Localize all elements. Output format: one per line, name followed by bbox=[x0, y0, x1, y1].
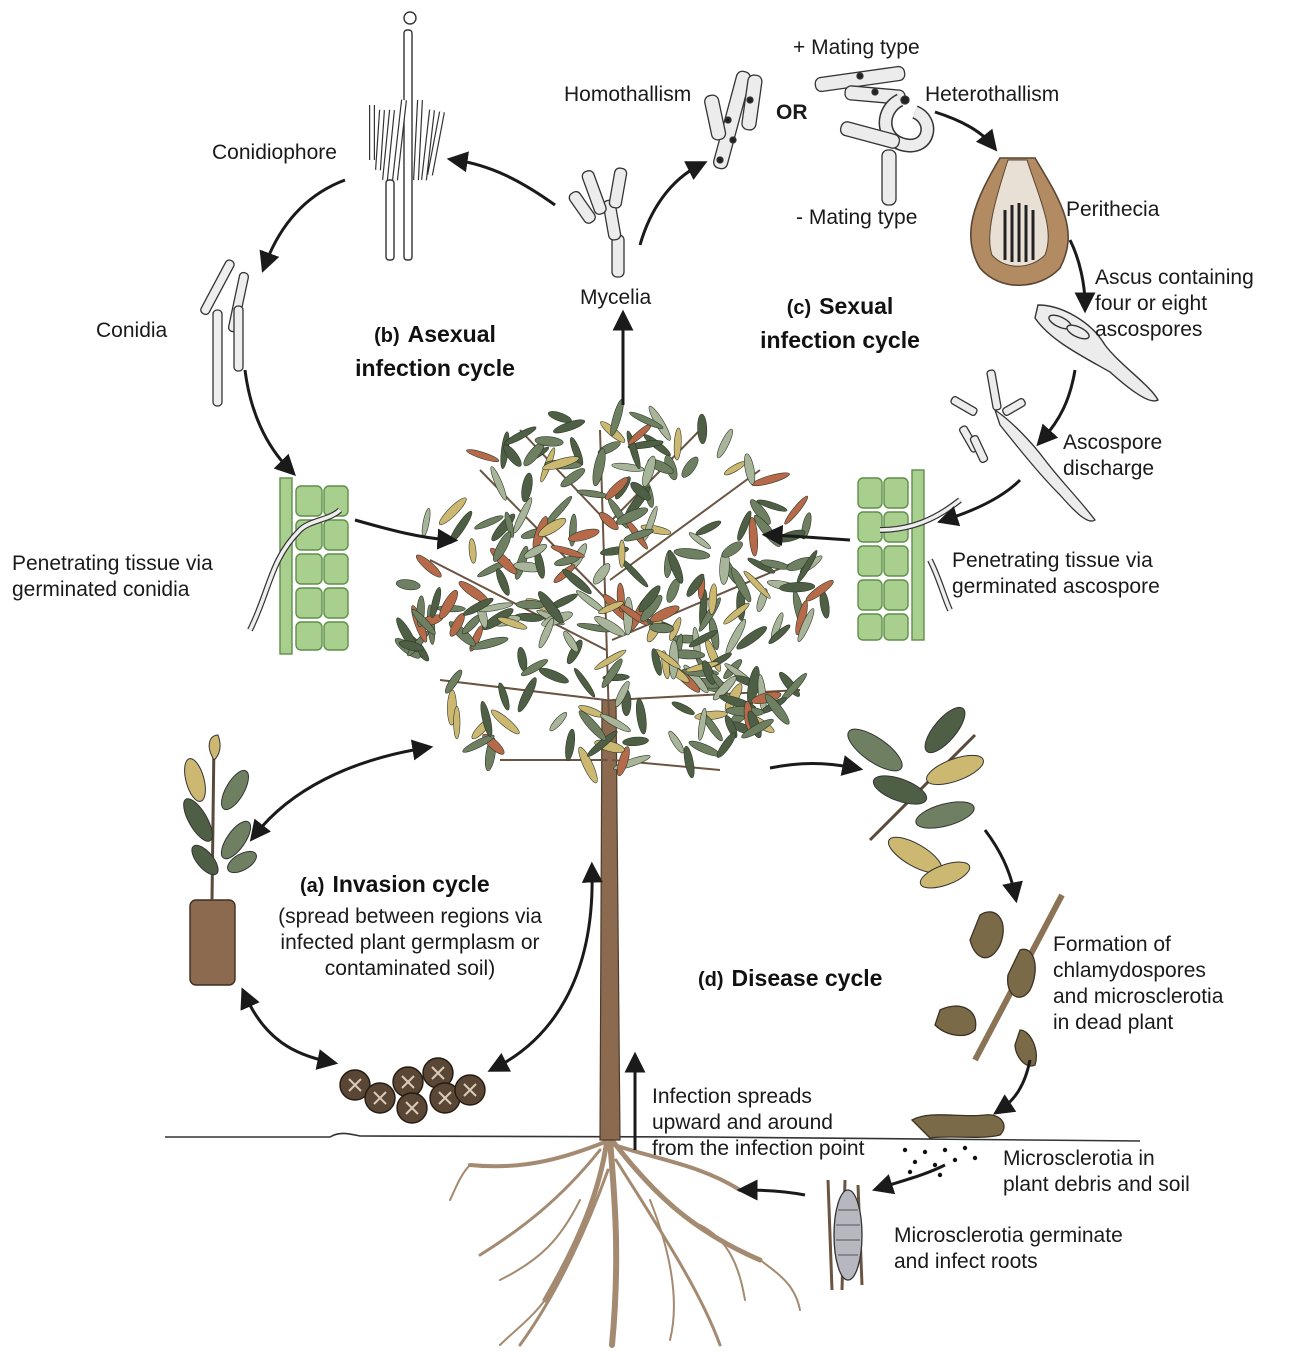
canopy-leaf bbox=[590, 448, 607, 487]
canopy-leaf bbox=[723, 459, 747, 477]
roots bbox=[450, 1140, 800, 1345]
label-mycelia: Mycelia bbox=[580, 285, 651, 311]
mycelia bbox=[567, 167, 627, 277]
canopy-leaf bbox=[590, 561, 613, 587]
arrow-heterothallism-to-perithecia bbox=[935, 112, 992, 145]
arrow-perithecia-to-ascus bbox=[1070, 240, 1085, 305]
label-ascus: Ascus containing four or eight ascospore… bbox=[1095, 265, 1254, 343]
canopy-leaf bbox=[488, 465, 509, 501]
label-penetrating-ascospore: Penetrating tissue via germinated ascosp… bbox=[952, 548, 1160, 600]
sexual-cycle-title-line2: infection cycle bbox=[760, 327, 920, 353]
label-penetrating-conidia: Penetrating tissue via germinated conidi… bbox=[12, 551, 213, 603]
canopy-leaf bbox=[516, 600, 545, 609]
label-heterothallism: Heterothallism bbox=[925, 82, 1059, 108]
arrow-tissue-to-tree bbox=[355, 520, 450, 540]
germinating-microsclerotia bbox=[828, 1180, 862, 1290]
canopy-leaf bbox=[671, 699, 696, 716]
arrow-tree-to-seedling bbox=[255, 748, 425, 835]
arrow-seedling-to-capsules bbox=[245, 995, 330, 1062]
label-conidiophore: Conidiophore bbox=[212, 140, 337, 166]
invasion-cycle-description: (spread between regions via infected pla… bbox=[240, 904, 580, 982]
label-minus-mating-type: - Mating type bbox=[796, 205, 917, 231]
canopy-leaf bbox=[564, 729, 577, 762]
seed-capsules bbox=[340, 1058, 485, 1123]
label-conidia: Conidia bbox=[96, 318, 167, 344]
perithecium bbox=[971, 158, 1068, 285]
canopy-leaf bbox=[619, 540, 625, 568]
canopy-leaf bbox=[572, 667, 597, 699]
tissue-conidia bbox=[250, 478, 348, 654]
invasion-cycle-tag: (a) bbox=[300, 875, 324, 897]
canopy-leaf bbox=[577, 488, 610, 499]
canopy-leaf bbox=[516, 647, 528, 672]
canopy-leaf bbox=[420, 508, 431, 538]
sexual-cycle-title-line1: Sexual bbox=[819, 293, 893, 319]
homothallism-hyphae bbox=[704, 70, 763, 170]
arrow-debris-to-germinate bbox=[880, 1165, 945, 1188]
conidia-spores bbox=[199, 259, 249, 406]
asexual-cycle-title-line2: infection cycle bbox=[355, 355, 515, 381]
invasion-cycle-title: (a) Invasion cycle bbox=[300, 868, 490, 902]
label-microsclerotia-debris: Microsclerotia in plant debris and soil bbox=[1003, 1146, 1190, 1198]
label-microsclerotia-germinate: Microsclerotia germinate and infect root… bbox=[894, 1223, 1123, 1275]
canopy-leaf bbox=[537, 665, 570, 686]
label-or: OR bbox=[776, 100, 808, 126]
mating-hyphae bbox=[814, 66, 927, 205]
canopy-leaf bbox=[414, 552, 444, 580]
sexual-cycle-title: (c) Sexual infection cycle bbox=[735, 290, 945, 356]
canopy-leaf bbox=[714, 427, 735, 459]
canopy-leaf bbox=[697, 414, 707, 444]
asexual-cycle-title-line1: Asexual bbox=[408, 321, 496, 347]
debris bbox=[903, 1115, 1004, 1177]
asexual-cycle-tag: (b) bbox=[374, 325, 400, 347]
label-homothallism: Homothallism bbox=[564, 82, 691, 108]
canopy-leaf bbox=[622, 736, 649, 747]
canopy-leaf bbox=[515, 676, 539, 714]
canopy-leaf bbox=[489, 707, 522, 737]
canopy-leaf bbox=[673, 547, 710, 561]
label-infection-spreads: Infection spreads upward and around from… bbox=[652, 1084, 864, 1162]
arrow-conidiophore-to-conidia bbox=[265, 180, 345, 265]
canopy-leaf bbox=[666, 729, 686, 754]
canopy-leaf bbox=[687, 738, 721, 759]
canopy-leaf bbox=[673, 428, 682, 461]
infected-branch bbox=[842, 701, 987, 893]
canopy-leaf bbox=[694, 519, 722, 538]
conidiophore bbox=[372, 12, 442, 260]
arrow-germinate-to-roots bbox=[745, 1190, 805, 1195]
invasion-cycle-title-text: Invasion cycle bbox=[332, 871, 489, 897]
disease-cycle-tag: (d) bbox=[698, 969, 724, 991]
canopy-leaf bbox=[496, 682, 511, 711]
label-ascospore-discharge: Ascospore discharge bbox=[1063, 430, 1162, 482]
arrow-conidia-to-tissue bbox=[245, 370, 290, 470]
canopy-leaf bbox=[720, 539, 745, 561]
tissue-ascospore bbox=[858, 470, 960, 640]
canopy-leaf bbox=[634, 698, 648, 735]
canopy-leaf bbox=[548, 710, 569, 733]
disease-cycle-title-text: Disease cycle bbox=[732, 965, 883, 991]
asexual-cycle-title: (b) Asexual infection cycle bbox=[330, 318, 540, 384]
canopy-leaf bbox=[454, 706, 460, 738]
arrow-dead-to-debris bbox=[1000, 1060, 1030, 1110]
canopy-leaf bbox=[520, 472, 534, 502]
label-plus-mating-type: + Mating type bbox=[793, 35, 920, 61]
dead-plant bbox=[935, 895, 1062, 1066]
disease-cycle-title: (d) Disease cycle bbox=[698, 962, 882, 996]
canopy-leaf bbox=[679, 455, 701, 480]
canopy-leaf bbox=[468, 538, 477, 563]
arrow-mycelia-to-homothallism bbox=[640, 165, 700, 245]
canopy-leaf bbox=[466, 447, 500, 464]
arrow-mycelia-to-conidiophore bbox=[455, 160, 555, 205]
canopy-leaf bbox=[640, 455, 658, 488]
arrow-tree-to-branch bbox=[770, 764, 855, 769]
label-perithecia: Perithecia bbox=[1066, 197, 1159, 223]
label-formation: Formation of chlamydospores and microscl… bbox=[1053, 932, 1223, 1036]
sexual-cycle-tag: (c) bbox=[787, 297, 811, 319]
canopy-leaf bbox=[396, 578, 421, 591]
arrow-branch-to-dead bbox=[985, 830, 1015, 895]
